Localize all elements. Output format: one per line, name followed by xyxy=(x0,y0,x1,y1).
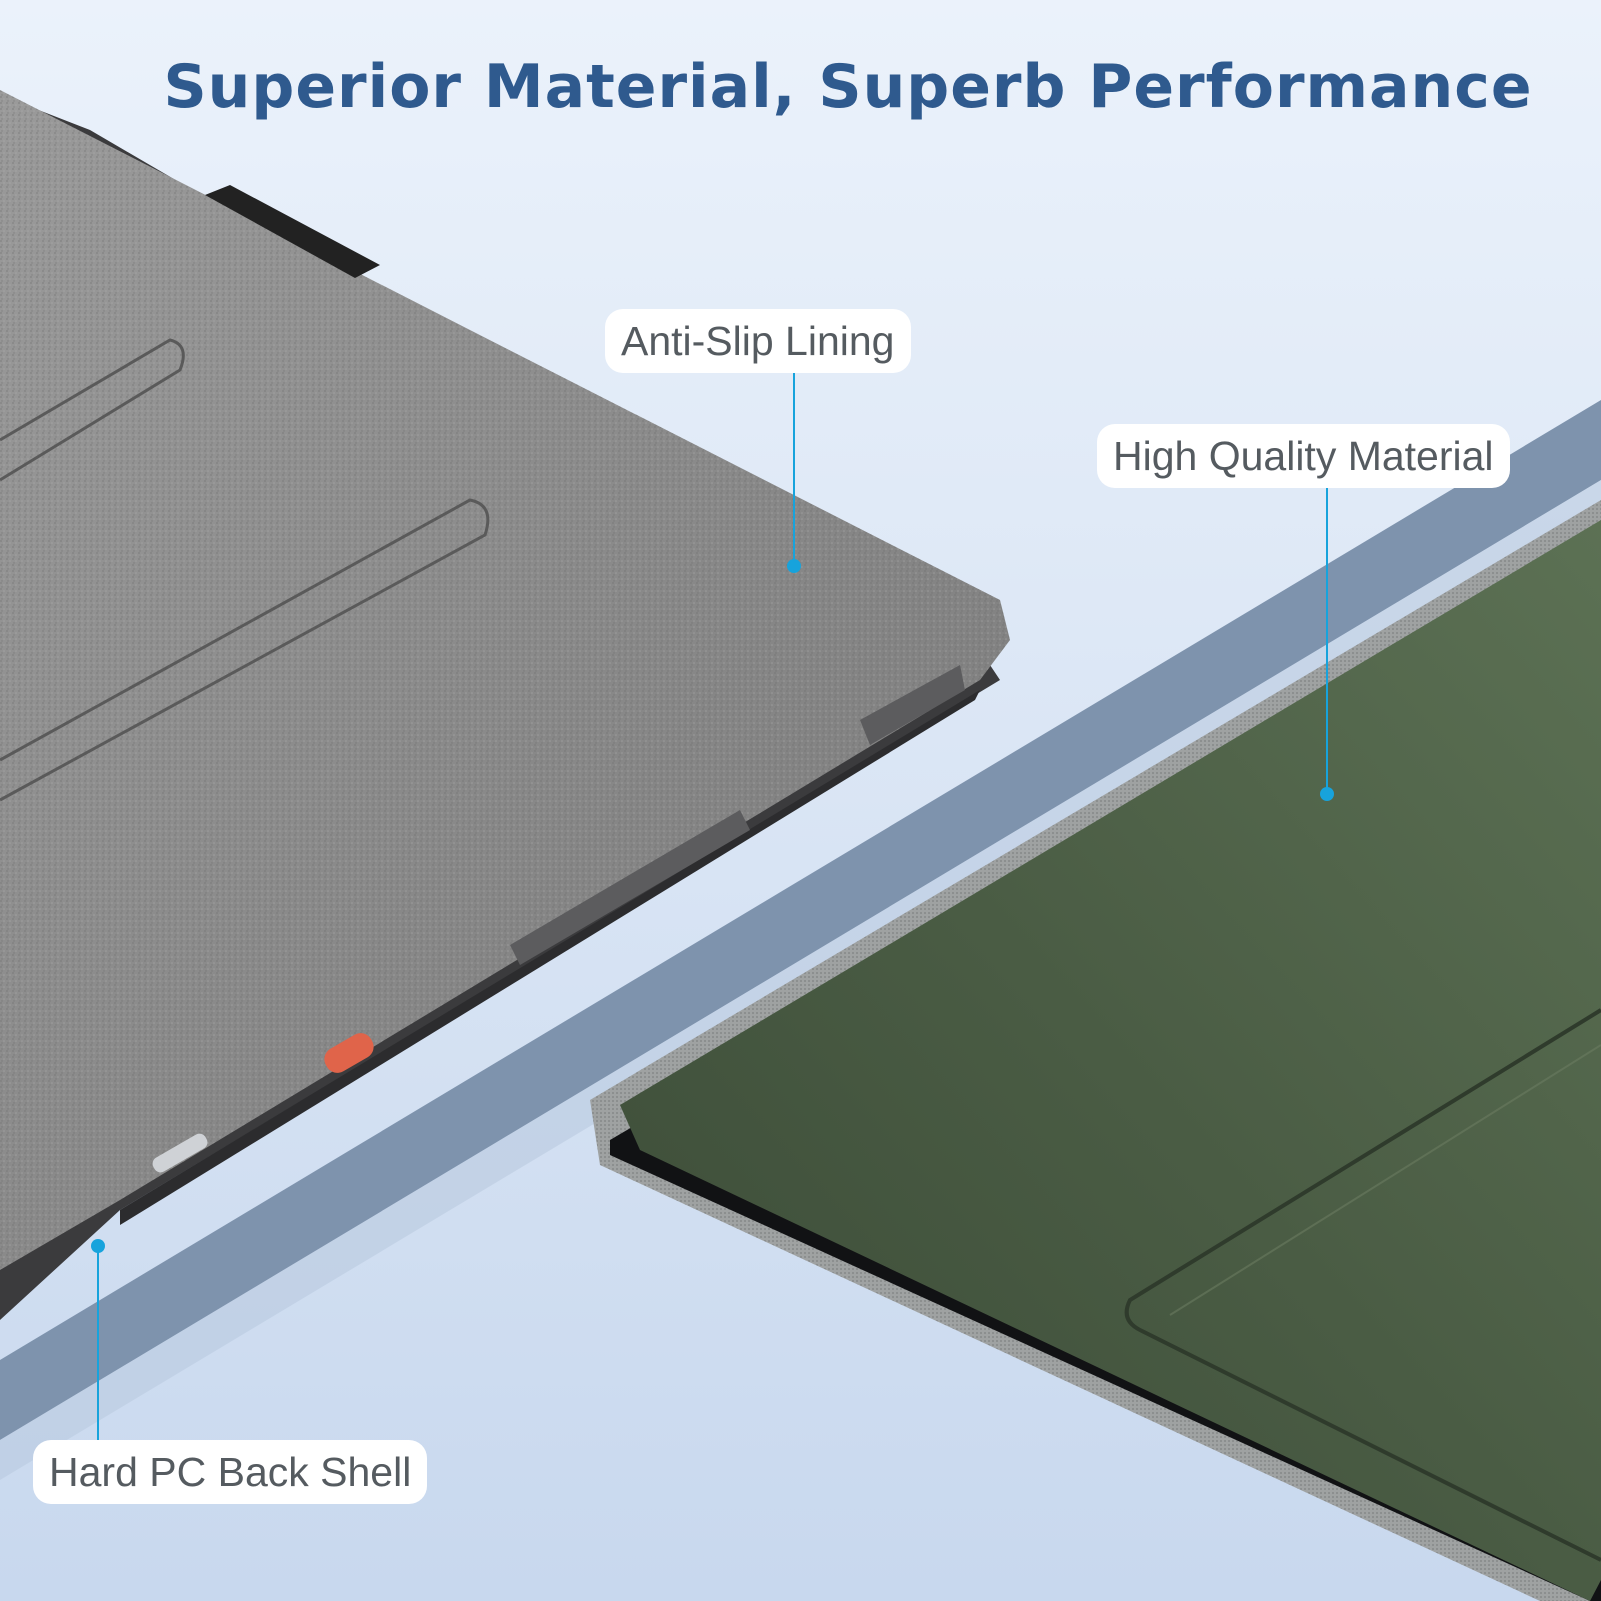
anti-slip-lining-label: Anti-Slip Lining xyxy=(605,309,911,373)
page-title: Superior Material, Superb Performance xyxy=(163,52,1533,122)
material-leader xyxy=(1326,488,1328,793)
back-shell-marker xyxy=(91,1239,105,1253)
green-folio xyxy=(590,500,1601,1601)
back-shell-leader xyxy=(97,1247,99,1440)
anti-slip-leader xyxy=(793,373,795,565)
anti-slip-marker xyxy=(787,559,801,573)
hard-pc-back-shell-label: Hard PC Back Shell xyxy=(33,1440,428,1504)
material-marker xyxy=(1320,787,1334,801)
grey-case xyxy=(0,90,1010,1320)
high-quality-material-label: High Quality Material xyxy=(1097,424,1510,488)
